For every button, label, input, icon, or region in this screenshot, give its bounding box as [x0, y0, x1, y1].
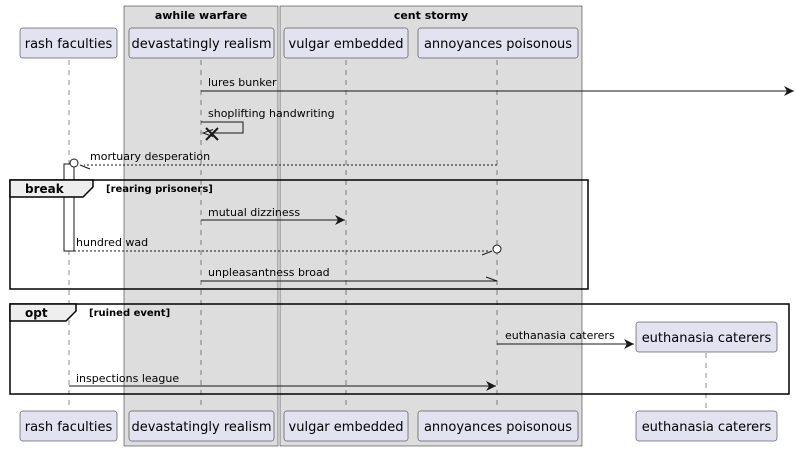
- participant-devastatingly-bottom[interactable]: devastatingly realism: [128, 410, 275, 442]
- participant-euthanasia-bottom[interactable]: euthanasia caterers: [635, 410, 778, 442]
- box-title: cent stormy: [394, 9, 468, 22]
- participant-label: devastatingly realism: [131, 420, 271, 435]
- message-label: lures bunker: [208, 76, 277, 89]
- participant-vulgar-top[interactable]: vulgar embedded: [283, 27, 409, 59]
- message-label: mutual dizziness: [208, 206, 300, 219]
- destroy-cross-icon: [205, 127, 219, 141]
- participant-label: devastatingly realism: [131, 37, 271, 52]
- participant-annoyances-bottom[interactable]: annoyances poisonous: [417, 410, 579, 442]
- message-unpleasantness-broad: unpleasantness broad: [201, 266, 498, 282]
- participant-label: euthanasia caterers: [642, 331, 772, 346]
- activation-bar: [63, 163, 75, 252]
- message-label: inspections league: [76, 372, 179, 385]
- message-mutual-dizziness: mutual dizziness: [201, 206, 345, 225]
- participant-label: euthanasia caterers: [642, 420, 772, 435]
- circle-end-icon: [69, 158, 79, 168]
- fragment-guard: [ruined event]: [89, 308, 170, 319]
- fragment-opt: opt [ruined event]: [9, 303, 790, 395]
- participant-label: rash faculties: [25, 420, 113, 435]
- fragment-kind: break: [25, 182, 65, 196]
- box-cent-stormy: cent stormy: [279, 5, 583, 447]
- message-shoplifting-handwriting: shoplifting handwriting: [201, 107, 335, 141]
- message-label: unpleasantness broad: [208, 266, 330, 279]
- participant-vulgar-bottom[interactable]: vulgar embedded: [283, 410, 409, 442]
- box-title: awhile warfare: [155, 9, 247, 22]
- message-hundred-wad: hundred wad: [74, 236, 502, 256]
- message-lures-bunker: lures bunker: [201, 76, 794, 96]
- participant-annoyances-top[interactable]: annoyances poisonous: [417, 27, 579, 59]
- circle-end-icon: [492, 244, 502, 254]
- participant-rash-top[interactable]: rash faculties: [19, 27, 118, 59]
- fragment-kind: opt: [25, 306, 48, 320]
- participant-label: vulgar embedded: [289, 37, 404, 52]
- participant-label: rash faculties: [25, 37, 113, 52]
- message-label: euthanasia caterers: [505, 329, 615, 342]
- message-mortuary-desperation: mortuary desperation: [69, 150, 497, 170]
- participant-rash-bottom[interactable]: rash faculties: [19, 410, 118, 442]
- participant-label: annoyances poisonous: [424, 37, 572, 52]
- fragment-guard: [rearing prisoners]: [106, 184, 213, 195]
- message-label: mortuary desperation: [90, 150, 210, 163]
- participant-label: vulgar embedded: [289, 420, 404, 435]
- message-label: shoplifting handwriting: [208, 107, 335, 120]
- participant-euthanasia-created[interactable]: euthanasia caterers: [635, 321, 778, 353]
- message-inspections-league: inspections league: [69, 372, 496, 391]
- participant-devastatingly-top[interactable]: devastatingly realism: [128, 27, 275, 59]
- participant-label: annoyances poisonous: [424, 420, 572, 435]
- message-label: hundred wad: [76, 236, 148, 249]
- fragment-break: break [rearing prisoners]: [9, 179, 589, 290]
- message-euthanasia-caterers: euthanasia caterers: [497, 329, 634, 349]
